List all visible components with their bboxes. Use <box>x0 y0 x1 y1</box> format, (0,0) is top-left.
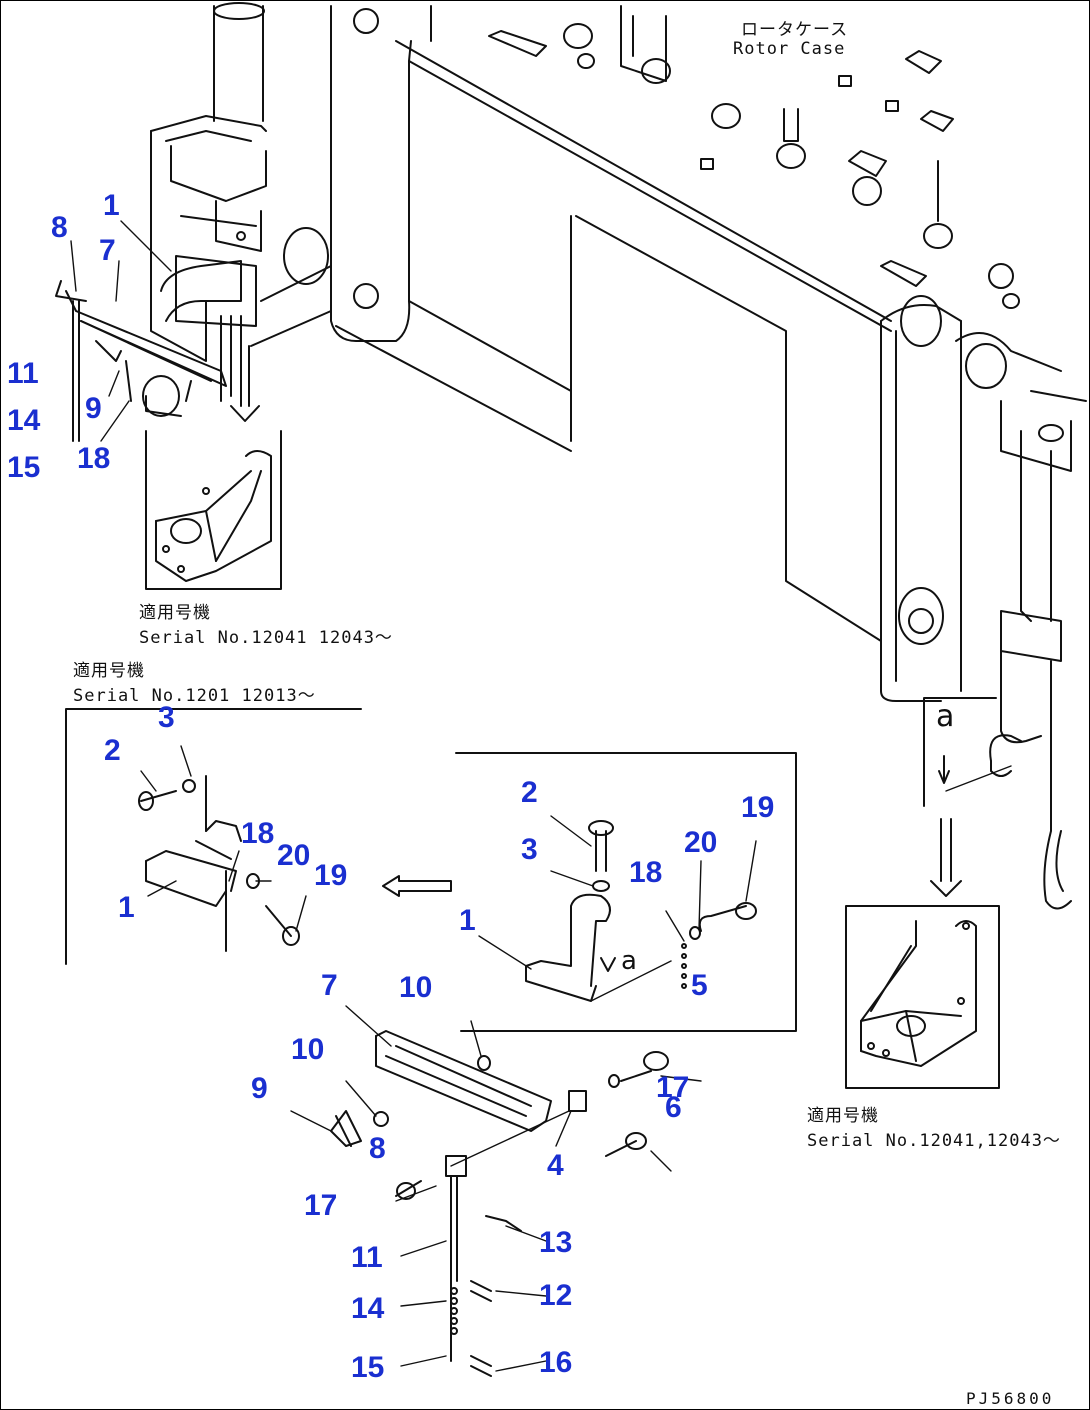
callout-number: 8 <box>51 211 68 244</box>
arrow-down-1 <box>230 345 260 422</box>
callout-number: 14 <box>351 1292 385 1325</box>
callout-number: 7 <box>321 969 338 1002</box>
callout-number: 8 <box>369 1132 386 1165</box>
callout-number: 4 <box>547 1149 564 1182</box>
serial-number-right: Serial No.12041,12043～ <box>807 1131 1061 1151</box>
view-a-marker: a <box>621 946 637 976</box>
callout-number: 10 <box>399 971 433 1004</box>
serial-number-top: Serial No.12041 12043～ <box>139 628 393 648</box>
callout-number: 12 <box>539 1279 573 1312</box>
callout-number: 2 <box>104 734 121 767</box>
leader-lines <box>70 220 1012 1372</box>
callout-number: 19 <box>741 791 775 824</box>
callout-number: 11 <box>351 1241 383 1274</box>
callout-number: 3 <box>158 701 175 734</box>
callout-number: 3 <box>521 833 538 866</box>
applicable-serial-jp-right: 適用号機 <box>807 1106 879 1126</box>
callout-number: 18 <box>629 856 663 889</box>
upper-left-column <box>150 2 332 402</box>
callout-number: 20 <box>684 826 718 859</box>
callout-number: 18 <box>241 817 275 850</box>
callout-number: 17 <box>656 1071 690 1104</box>
rotor-case-frame <box>330 5 1087 910</box>
latch-bracket-top <box>55 280 227 442</box>
callout-number: 16 <box>539 1346 573 1379</box>
drawing-reference: PJ56800 <box>966 1389 1055 1408</box>
callout-number: 9 <box>251 1072 268 1105</box>
callout-number: 18 <box>77 442 111 475</box>
callout-number: 2 <box>521 776 538 809</box>
callout-number: 1 <box>459 904 476 937</box>
view-a-label: a <box>936 699 955 734</box>
applicable-serial-jp-top: 適用号機 <box>139 603 211 623</box>
rotor-case-label-en: Rotor Case <box>733 39 846 59</box>
detail-box-left <box>65 708 362 965</box>
inset-top <box>145 430 282 590</box>
callout-number: 11 <box>7 357 39 390</box>
serial-number-mid: Serial No.1201 12013～ <box>73 686 316 706</box>
detail-box-right <box>382 752 797 1032</box>
callout-number: 20 <box>277 839 311 872</box>
callout-number: 1 <box>118 891 135 924</box>
callout-number: 15 <box>351 1351 385 1384</box>
callout-number: 13 <box>539 1226 573 1259</box>
applicable-serial-jp-mid: 適用号機 <box>73 661 145 681</box>
rotor-case-label-jp: ロータケース <box>741 20 849 40</box>
callout-number: 5 <box>691 969 708 1002</box>
callout-number: 1 <box>103 189 120 222</box>
rotor-case-components <box>488 5 1020 309</box>
callout-number: 7 <box>99 234 116 267</box>
callout-number: 9 <box>85 392 102 425</box>
lower-assembly <box>330 1030 669 1377</box>
callout-number: 15 <box>7 451 41 484</box>
callout-number: 14 <box>7 404 41 437</box>
callout-number: 17 <box>304 1189 338 1222</box>
callout-number: 6 <box>665 1091 682 1124</box>
inset-right <box>845 697 1022 1089</box>
callout-number: 19 <box>314 859 348 892</box>
callout-number: 10 <box>291 1033 325 1066</box>
